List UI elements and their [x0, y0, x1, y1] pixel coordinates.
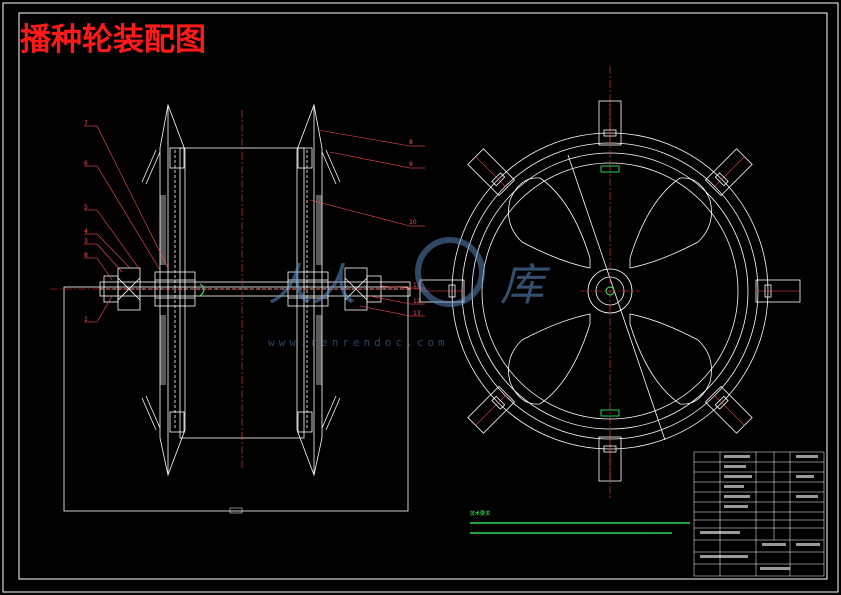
- watermark-text-right: 库: [500, 260, 551, 311]
- part-label: 5: [84, 204, 88, 211]
- watermark: 人人 库 www.renrendoc.com: [268, 237, 551, 349]
- seed-scoop: [467, 148, 516, 197]
- seed-scoop: [467, 385, 516, 434]
- window-top-right: [629, 177, 712, 269]
- part-label: 6: [84, 160, 88, 167]
- part-label: 10: [409, 219, 417, 226]
- scoop-bottom-right: [297, 411, 313, 433]
- part-label: 3: [84, 238, 88, 245]
- part-label: 12: [413, 298, 421, 305]
- watermark-logo-ring: [415, 237, 485, 307]
- part-label: 9: [409, 161, 413, 168]
- seed-scoop-ring: [419, 100, 801, 482]
- watermark-text-left: 人人: [268, 260, 356, 311]
- arm-top-right: [325, 149, 341, 183]
- title-block: [693, 451, 825, 577]
- window-bottom-right: [629, 313, 712, 405]
- inner-frame: [18, 12, 828, 580]
- seed-scoop: [755, 279, 801, 303]
- watermark-url: www.renrendoc.com: [268, 336, 449, 349]
- scoop-green-mark: [600, 409, 620, 417]
- seed-scoop: [598, 100, 622, 146]
- seed-scoop: [704, 385, 753, 434]
- scoop-top-left: [169, 147, 185, 169]
- window-top-left: [508, 177, 591, 269]
- arm-bottom-left: [141, 397, 157, 431]
- part-label: 1: [84, 316, 88, 323]
- scoop-green-mark: [600, 165, 620, 173]
- arm-bottom-right: [325, 397, 341, 431]
- title-block-text-marks: [700, 455, 820, 570]
- part-label: 4: [84, 228, 88, 235]
- view-tag: [229, 507, 243, 514]
- part-label: 13: [413, 310, 421, 317]
- seed-scoop: [598, 436, 622, 482]
- right-part-labels: 8 9 10 11 12 13: [409, 139, 421, 317]
- left-part-labels: 7 6 5 4 3 8 1: [84, 120, 88, 323]
- base-plate-outline: [63, 286, 409, 512]
- section-hatching: [160, 195, 322, 385]
- left-disc: [159, 103, 186, 477]
- left-leaders: [84, 125, 169, 323]
- side-section-view: [63, 103, 411, 512]
- right-leaders: [309, 129, 425, 317]
- window-bottom-left: [508, 313, 591, 405]
- scoop-bottom-left: [169, 411, 185, 433]
- scoop-top-right: [297, 147, 313, 169]
- part-label: 7: [84, 120, 88, 127]
- arm-top-left: [141, 149, 157, 183]
- drawing-title: 播种轮装配图: [20, 22, 206, 58]
- part-label: 8: [409, 139, 413, 146]
- technical-notes-lines: [470, 522, 690, 534]
- shaft-key-accent: [199, 283, 205, 297]
- side-view-centerlines: [50, 110, 430, 470]
- right-end-cap: [366, 275, 382, 303]
- seed-scoop: [704, 148, 753, 197]
- technical-notes-title: 技术要求: [470, 510, 490, 517]
- section-line: [567, 154, 666, 441]
- part-label: 8: [84, 252, 88, 259]
- part-label: 11: [413, 282, 421, 289]
